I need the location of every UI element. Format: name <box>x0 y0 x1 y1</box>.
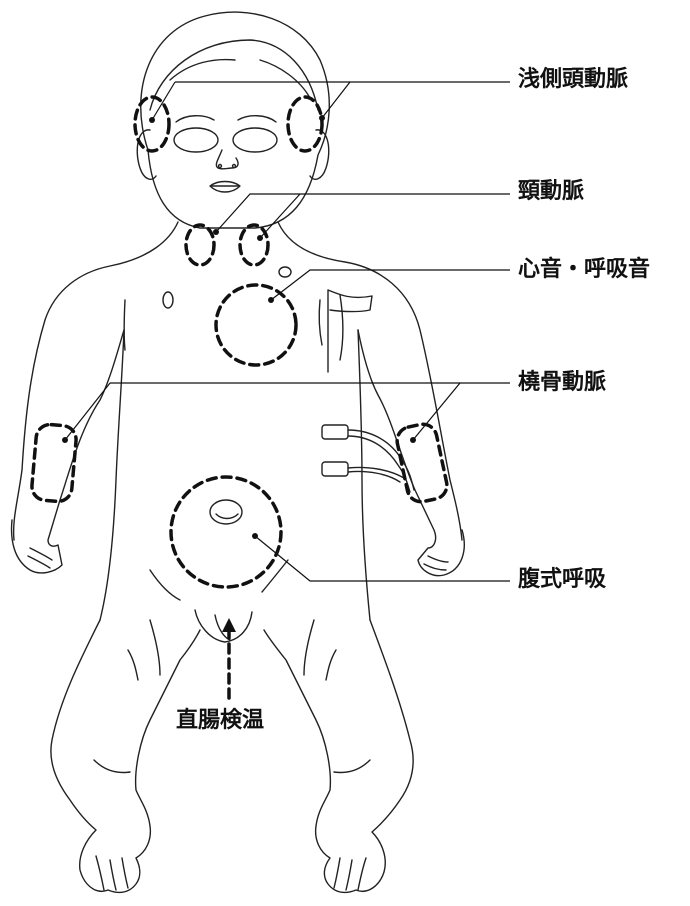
leader-heart <box>271 270 510 300</box>
left-eye <box>174 128 218 152</box>
left-arm <box>12 330 124 573</box>
rectal-arrowhead <box>222 618 236 632</box>
connector-lower <box>322 462 348 476</box>
label-heart-breath-sounds: 心音・呼吸音 <box>518 259 650 281</box>
connector-upper <box>322 425 348 439</box>
leader-temporal <box>322 82 510 118</box>
leader-radial <box>413 383 510 440</box>
mouth <box>210 182 240 193</box>
carotid-marker-left <box>186 225 214 265</box>
leader-carotid <box>216 194 510 232</box>
leader-abdomen <box>255 536 510 581</box>
left-ear <box>137 130 156 179</box>
left-leg <box>51 620 200 892</box>
label-carotid-artery: 頸動脈 <box>518 181 584 203</box>
dot-radial-left <box>62 437 68 443</box>
torso-outline <box>14 222 178 540</box>
radial-marker-left <box>31 423 77 502</box>
dot-temporal-right <box>319 115 325 121</box>
carotid-marker-right <box>240 225 268 265</box>
temporal-marker-right <box>288 97 322 151</box>
label-abdominal-breathing: 腹式呼吸 <box>518 569 606 591</box>
right-eye <box>233 128 277 152</box>
right-arm <box>358 330 464 576</box>
label-superficial-temporal-artery: 浅側頭動脈 <box>518 69 628 91</box>
right-leg <box>264 620 413 892</box>
label-rectal-temperature: 直腸検温 <box>176 710 264 732</box>
heart-marker <box>216 285 296 365</box>
navel <box>210 500 242 524</box>
dot-abdomen <box>252 533 258 539</box>
right-nipple <box>279 267 291 277</box>
dot-heart <box>268 297 274 303</box>
dot-temporal-left <box>149 117 155 123</box>
abdomen-marker <box>171 477 281 587</box>
label-radial-artery: 橈骨動脈 <box>518 372 606 394</box>
dot-radial-right <box>410 437 416 443</box>
left-nipple <box>163 292 173 308</box>
dot-carotid-left <box>213 229 219 235</box>
dot-carotid-right <box>257 235 263 241</box>
